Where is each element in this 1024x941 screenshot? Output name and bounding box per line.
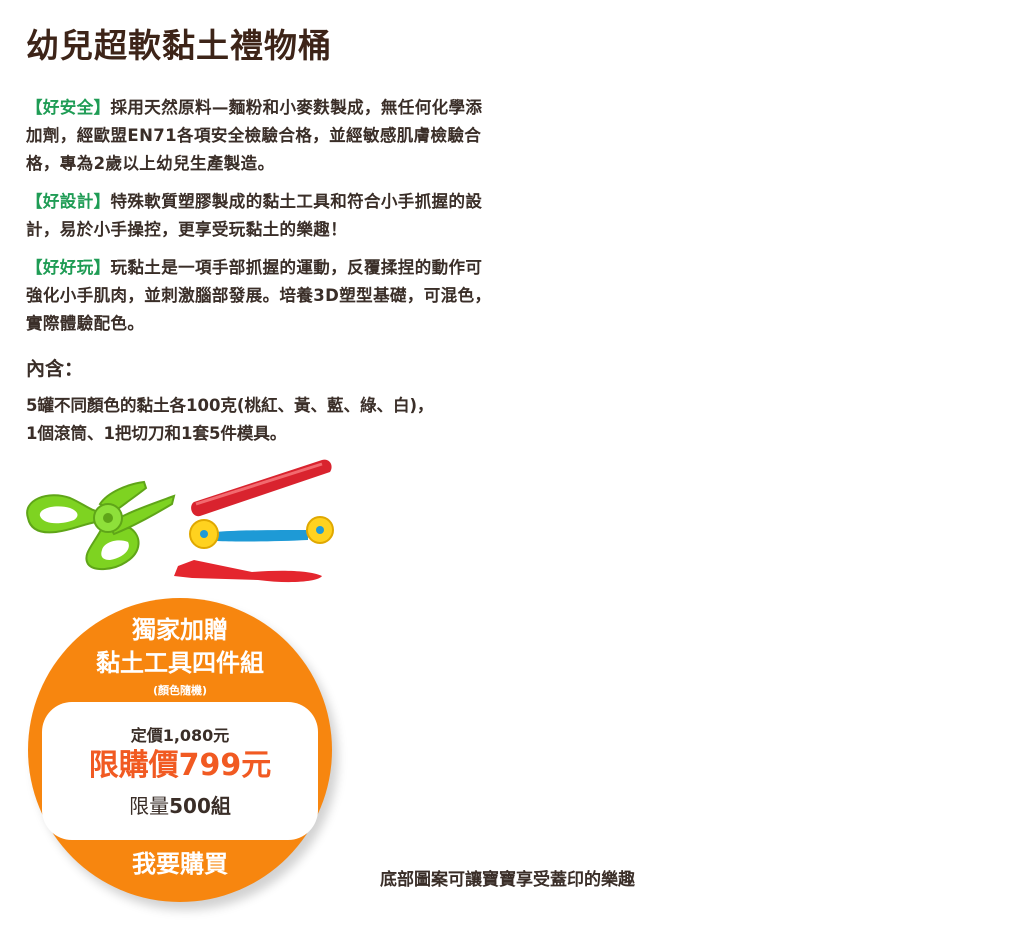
price-panel [42,702,318,840]
clay-tools-image [26,459,334,583]
promo-badge: 獨家加贈 黏土工具四件組 (顏色隨機) 定價1,080元 限購價799元 限量5… [28,598,332,902]
feature-tag: 【好安全】 [26,98,111,117]
list-price: 定價1,080元 [130,726,230,745]
limit-quantity: 限量500組 [28,790,332,819]
contents-line: 1個滾筒、1把切刀和1套5件模具。 [26,424,287,443]
contents-line: 5罐不同顏色的黏土各100克(桃紅、黃、藍、綠、白)， [26,396,434,415]
product-title: 幼兒超軟黏土禮物桶 [26,26,332,65]
feature-safety: 【好安全】採用天然原料—麵粉和小麥麩製成，無任何化學添加劑，經歐盟EN71各項安… [26,94,498,178]
feature-text: 採用天然原料—麵粉和小麥麩製成，無任何化學添加劑，經歐盟EN71各項安全檢驗合格… [26,98,483,173]
spatula-tool-icon [174,560,322,583]
scissors-icon [26,480,176,570]
feature-design: 【好設計】特殊軟質塑膠製成的黏土工具和符合小手抓握的設計，易於小手操控，更享受玩… [26,188,498,244]
feature-tag: 【好好玩】 [26,258,111,277]
feature-fun: 【好好玩】玩黏土是一項手部抓握的運動，反覆揉捏的動作可強化小手肌肉，並刺激腦部發… [26,254,498,338]
promo-title: 獨家加贈 [132,616,228,644]
stamp-caption: 底部圖案可讓寶寶享受蓋印的樂趣 [380,870,635,890]
promo-note: (顏色隨機) [152,684,208,697]
contents-text: 5罐不同顏色的黏土各100克(桃紅、黃、藍、綠、白)， 1個滾筒、1把切刀和1套… [26,392,496,448]
rolling-pin-icon [191,459,332,517]
sale-price: 限購價799元 [88,748,272,783]
limit-label: 限量 [129,794,170,818]
feature-list: 【好安全】採用天然原料—麵粉和小麥麩製成，無任何化學添加劑，經歐盟EN71各項安… [26,94,498,348]
feature-text: 玩黏土是一項手部抓握的運動，反覆揉捏的動作可強化小手肌肉，並刺激腦部發展。培養3… [26,258,492,333]
promo-subtitle: 黏土工具四件組 [96,649,264,677]
feature-text: 特殊軟質塑膠製成的黏土工具和符合小手抓握的設計，易於小手操控，更享受玩黏土的樂趣… [26,192,483,239]
buy-button[interactable]: 我要購買 [132,850,228,878]
cutter-tool-icon [189,516,334,549]
contents-heading: 內含： [26,358,84,380]
feature-tag: 【好設計】 [26,192,111,211]
limit-value: 500組 [169,794,231,818]
